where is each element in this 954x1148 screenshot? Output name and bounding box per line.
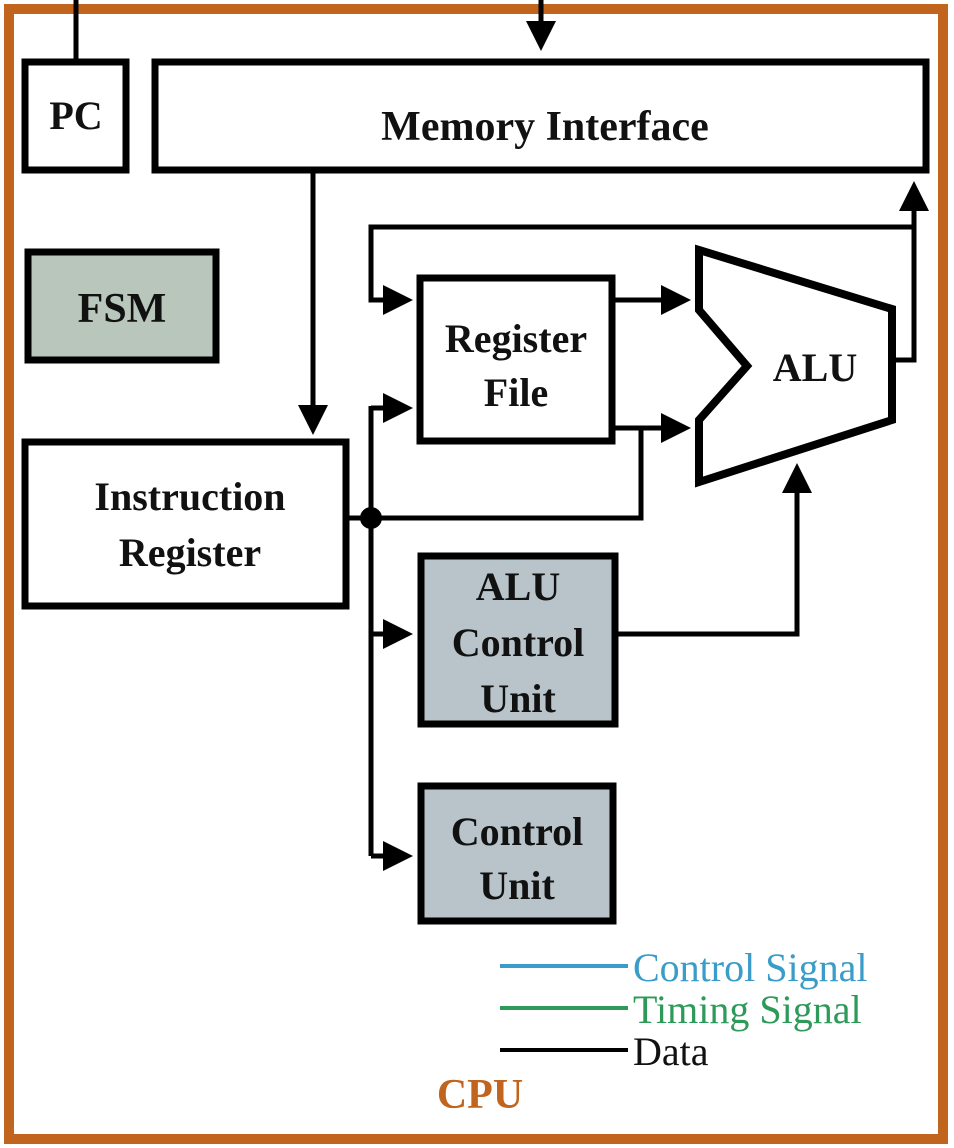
cpu-boundary <box>4 4 948 1144</box>
memory-interface-block[interactable]: Memory Interface <box>151 58 930 174</box>
alu-control-unit-label-line3: Unit <box>480 676 556 721</box>
alu-control-unit-label-line1: ALU <box>476 564 560 609</box>
ir-to-alu-path <box>346 428 644 521</box>
alu-output-to-mem-arrow <box>895 181 929 363</box>
control-unit-block[interactable]: Control Unit <box>417 782 617 925</box>
alu-control-unit-label-line2: Control <box>452 620 585 665</box>
fsm-label: FSM <box>78 286 167 332</box>
legend-timing-signal-label: Timing Signal <box>633 987 862 1032</box>
legend-control-signal-label: Control Signal <box>633 945 867 990</box>
alu-label: ALU <box>773 345 857 390</box>
pc-label: PC <box>49 93 102 138</box>
instruction-register-label-line2: Register <box>119 530 261 575</box>
feedback-to-regfile-arrow <box>368 224 914 315</box>
alu-control-to-alu-arrow <box>615 463 812 637</box>
bus-junction-dot <box>360 507 382 529</box>
alu-control-unit-block[interactable]: ALU Control Unit <box>417 552 619 728</box>
register-file-label-line2: File <box>484 370 548 415</box>
instruction-register-label-line1: Instruction <box>94 474 285 519</box>
register-file-block[interactable]: Register File <box>416 274 616 445</box>
legend: Control Signal Timing Signal Data <box>500 945 867 1074</box>
control-unit-label-line1: Control <box>451 809 584 854</box>
instruction-register-block[interactable]: Instruction Register <box>21 438 350 610</box>
pc-block[interactable]: PC <box>21 58 130 174</box>
fsm-block[interactable]: FSM <box>24 248 220 364</box>
memory-interface-label: Memory Interface <box>381 104 709 150</box>
data-paths <box>298 172 929 871</box>
register-file-label-line1: Register <box>445 316 587 361</box>
legend-data-label: Data <box>633 1029 709 1074</box>
control-unit-label-line2: Unit <box>479 863 555 908</box>
alu-block[interactable]: ALU <box>695 244 896 488</box>
cpu-label: CPU <box>437 1072 523 1118</box>
